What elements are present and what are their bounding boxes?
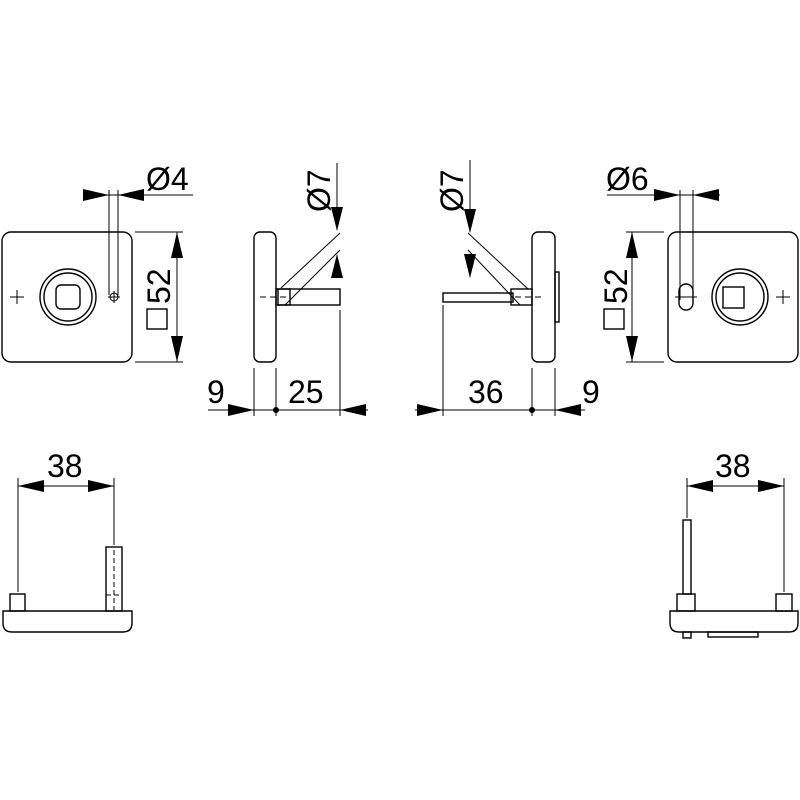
rosette-ring-inner xyxy=(43,272,93,322)
center-mark-icon xyxy=(10,290,24,304)
front-view-left: Ø4 52 xyxy=(1,161,193,363)
rosette-ring-inner xyxy=(715,272,765,322)
spindle-diameter-label: Ø7 xyxy=(301,169,337,212)
square-symbol xyxy=(146,308,168,330)
hole-diameter-label: Ø6 xyxy=(606,161,649,197)
rosette-ring-outer xyxy=(39,268,97,326)
bottom-view-right: 38 xyxy=(669,448,799,639)
side-view-left: Ø7 9 25 xyxy=(207,163,368,416)
rosette-plate xyxy=(667,231,799,363)
thickness-label: 9 xyxy=(582,374,600,410)
front-view-right: Ø6 52 xyxy=(598,161,799,363)
thickness-label: 9 xyxy=(207,374,225,410)
spindle-hole xyxy=(55,284,81,310)
rosette-ring-outer xyxy=(711,268,769,326)
short-pin xyxy=(9,593,26,612)
hole-diameter-label: Ø4 xyxy=(146,161,189,197)
long-pin xyxy=(682,519,692,595)
spindle xyxy=(442,292,514,303)
spindle-diameter-label: Ø7 xyxy=(434,169,470,212)
side-view-right: Ø7 36 9 xyxy=(415,160,600,416)
size-label: 52 xyxy=(598,268,634,304)
rosette-plate xyxy=(1,231,133,363)
short-pin xyxy=(775,593,793,612)
bottom-view-left: 38 xyxy=(2,448,133,633)
center-mark-icon xyxy=(776,290,790,304)
spindle-hole xyxy=(722,286,745,309)
length-label: 25 xyxy=(288,374,324,410)
length-label: 36 xyxy=(468,374,504,410)
square-symbol xyxy=(603,308,625,330)
size-label: 52 xyxy=(141,268,177,304)
pin-spacing-label: 38 xyxy=(47,448,83,484)
pin-spacing-label: 38 xyxy=(715,448,751,484)
long-pin xyxy=(105,546,123,612)
base-plate xyxy=(2,610,133,633)
base-plate xyxy=(669,610,799,633)
